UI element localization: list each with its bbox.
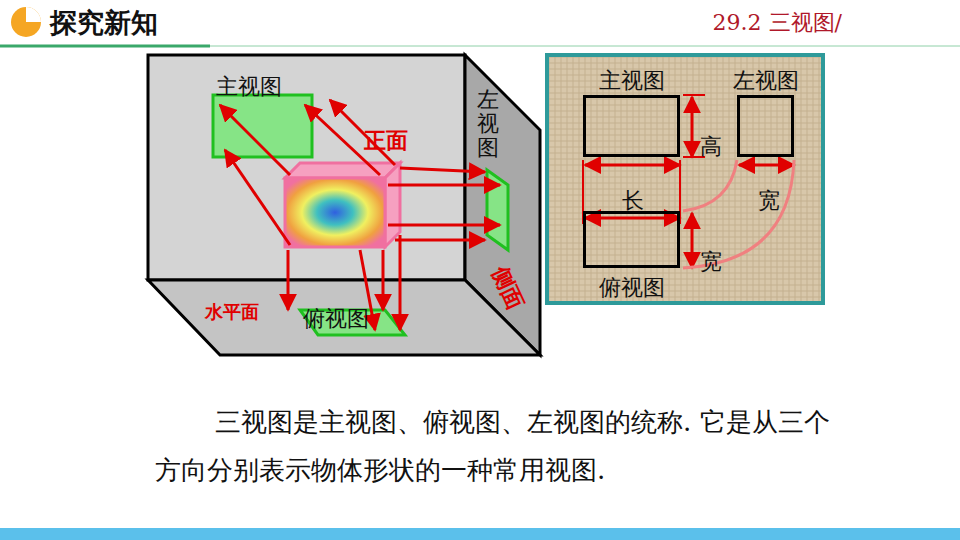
- view-label: 左视图: [477, 88, 499, 161]
- width-arcs: [683, 160, 794, 268]
- dimension-label: 宽: [758, 186, 780, 216]
- dimension-lines: [583, 95, 794, 268]
- header-rule: [0, 45, 210, 48]
- header-rule: [210, 46, 960, 47]
- plane-label: 水平面: [205, 300, 259, 324]
- section-label: 29.2 三视图/: [713, 8, 842, 38]
- view-box: 左视图: [737, 95, 794, 157]
- left-view-projection: [487, 170, 508, 250]
- header-icon: [26, 7, 41, 22]
- three-view-panel: [547, 55, 823, 303]
- object: [385, 163, 400, 247]
- plane-label: 正面: [364, 126, 408, 156]
- object: [285, 163, 400, 178]
- projection-arrows: [220, 100, 500, 330]
- dimension-label: 宽: [700, 247, 722, 277]
- view-label: 主视图: [216, 72, 282, 102]
- object: [285, 178, 385, 247]
- dimension-label: 高: [700, 132, 722, 162]
- view-box: 俯视图: [583, 211, 680, 268]
- caption: 三视图是主视图、俯视图、左视图的统称. 它是从三个方向分别表示物体形状的一种常用…: [155, 398, 845, 494]
- view-name: 俯视图: [599, 273, 665, 303]
- view-label: 俯视图: [303, 304, 369, 334]
- slide-title: 探究新知: [50, 5, 158, 41]
- header-icon: [11, 7, 41, 37]
- view-name: 主视图: [599, 66, 665, 96]
- footer-bar: [0, 528, 960, 540]
- view-box: 主视图: [583, 95, 680, 157]
- view-name: 左视图: [733, 66, 799, 96]
- horizontal-plane: [148, 280, 540, 355]
